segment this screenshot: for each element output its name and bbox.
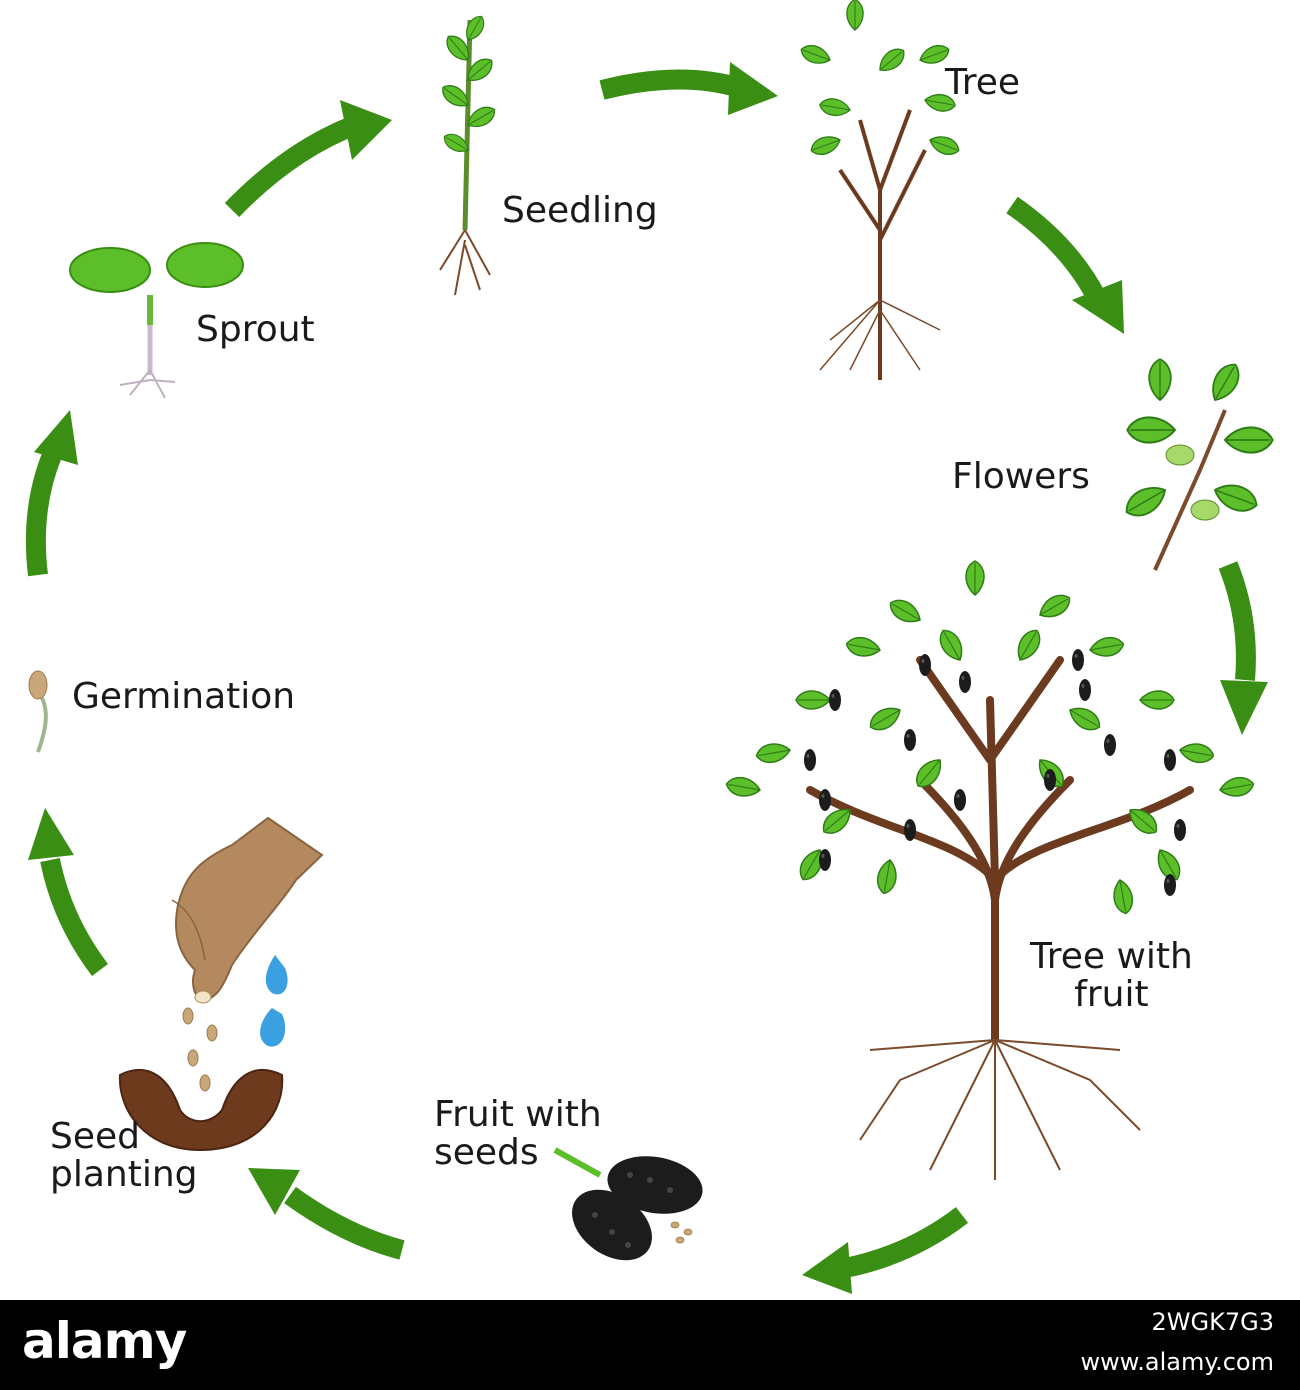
arrow-fruit-to-seed-planting xyxy=(248,1168,405,1260)
label-flowers: Flowers xyxy=(952,456,1090,497)
label-tree: Tree xyxy=(945,62,1021,103)
label-fruit-with-seeds: Fruit with seeds xyxy=(434,1094,602,1173)
flowering-branch-illustration xyxy=(1119,358,1274,571)
stock-footer-bar: alamy 2WGK7G3 www.alamy.com xyxy=(0,1300,1300,1390)
label-seed-planting: Seed planting xyxy=(50,1116,198,1195)
label-germination: Germination xyxy=(72,676,296,717)
arrow-flowers-to-fruit-tree xyxy=(1218,561,1268,735)
arrow-germination-to-sprout xyxy=(25,410,78,577)
alamy-logo: alamy xyxy=(22,1312,187,1370)
label-sprout: Sprout xyxy=(196,309,315,350)
site-url-text: www.alamy.com xyxy=(1080,1348,1274,1376)
cycle-arrows xyxy=(25,62,1268,1294)
hand-illustration xyxy=(174,816,324,1002)
arrow-seed-planting-to-germination xyxy=(28,808,108,977)
seedling-illustration xyxy=(437,12,500,296)
label-seedling: Seedling xyxy=(502,190,658,231)
arrow-fruit-tree-to-fruit xyxy=(802,1207,969,1294)
seed-planting-illustration xyxy=(118,816,324,1152)
illustration-layer xyxy=(25,0,1274,1294)
arrow-seedling-to-tree xyxy=(599,62,778,115)
mulberry-fruit-illustration xyxy=(553,1147,703,1261)
water-drops xyxy=(260,955,288,1047)
arrow-tree-to-flowers xyxy=(1006,196,1124,334)
sprout-illustration xyxy=(69,242,244,399)
image-id-text: 2WGK7G3 xyxy=(1151,1308,1274,1336)
germinating-seed-illustration xyxy=(28,670,48,753)
soil-mound xyxy=(118,1069,284,1152)
young-tree-illustration xyxy=(797,0,963,380)
fruit-tree-illustration xyxy=(724,560,1256,1180)
label-tree-with-fruit: Tree with fruit xyxy=(1030,936,1193,1015)
arrow-sprout-to-seedling xyxy=(224,100,392,217)
life-cycle-diagram: Seedling Tree Sprout Flowers Germination… xyxy=(25,0,1274,1294)
falling-seeds xyxy=(182,1007,218,1092)
